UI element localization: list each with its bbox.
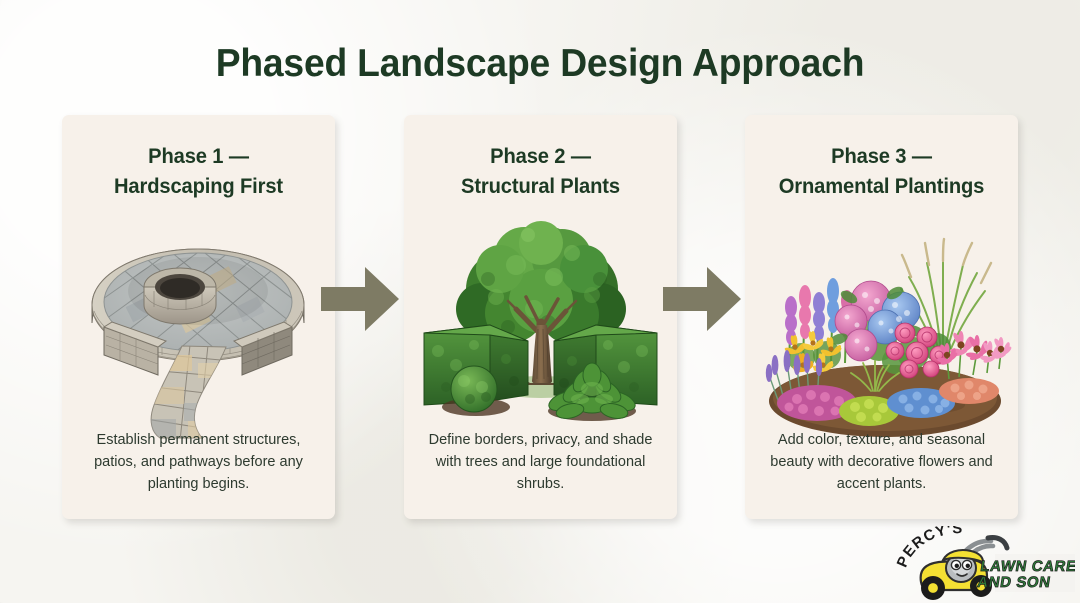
percys-lawn-care-logo[interactable]: PERCY'S LAWN CARE AND SON — [895, 526, 1075, 602]
phase-card-3-heading: Phase 3 — Ornamental Plantings — [756, 142, 1007, 202]
phase-card-3-heading-line-2: Ornamental Plantings — [778, 175, 985, 198]
phase-card-1-heading: Phase 1 — Hardscaping First — [73, 142, 324, 202]
shade-tree-hedges-illustration — [404, 205, 677, 445]
page-title: Phased Landscape Design Approach — [215, 42, 865, 85]
phase-card-2-heading-line-2: Structural Plants — [461, 175, 620, 198]
phase-card-1-heading-line-2: Hardscaping First — [114, 175, 283, 198]
phase-card-2-heading: Phase 2 — Structural Plants — [415, 142, 666, 202]
flower-garden-bed-illustration — [745, 205, 1018, 445]
phase-card-3[interactable]: Phase 3 — Ornamental Plantings — [745, 115, 1018, 519]
arrow-phase-2-to-3 — [663, 267, 741, 331]
logo-brand-line-1: LAWN CARE — [979, 558, 1075, 575]
phase-card-1-body: Establish permanent structures, patios, … — [94, 432, 303, 492]
phase-card-3-body: Add color, texture, and seasonal beauty … — [770, 432, 993, 492]
arrow-phase-1-to-2 — [321, 267, 399, 331]
phase-card-1[interactable]: Phase 1 — Hardscaping First — [62, 115, 335, 519]
phase-card-1-heading-line-1: Phase 1 — — [148, 145, 249, 168]
stone-patio-firepit-illustration — [62, 205, 335, 445]
phase-card-3-heading-line-1: Phase 3 — — [831, 145, 932, 168]
phase-card-2-body: Define borders, privacy, and shade with … — [428, 432, 653, 492]
phase-card-2-heading-line-1: Phase 2 — — [490, 145, 591, 168]
phase-card-2[interactable]: Phase 2 — Structural Plants — [404, 115, 677, 519]
logo-brand-line-2: AND SON — [976, 574, 1052, 591]
